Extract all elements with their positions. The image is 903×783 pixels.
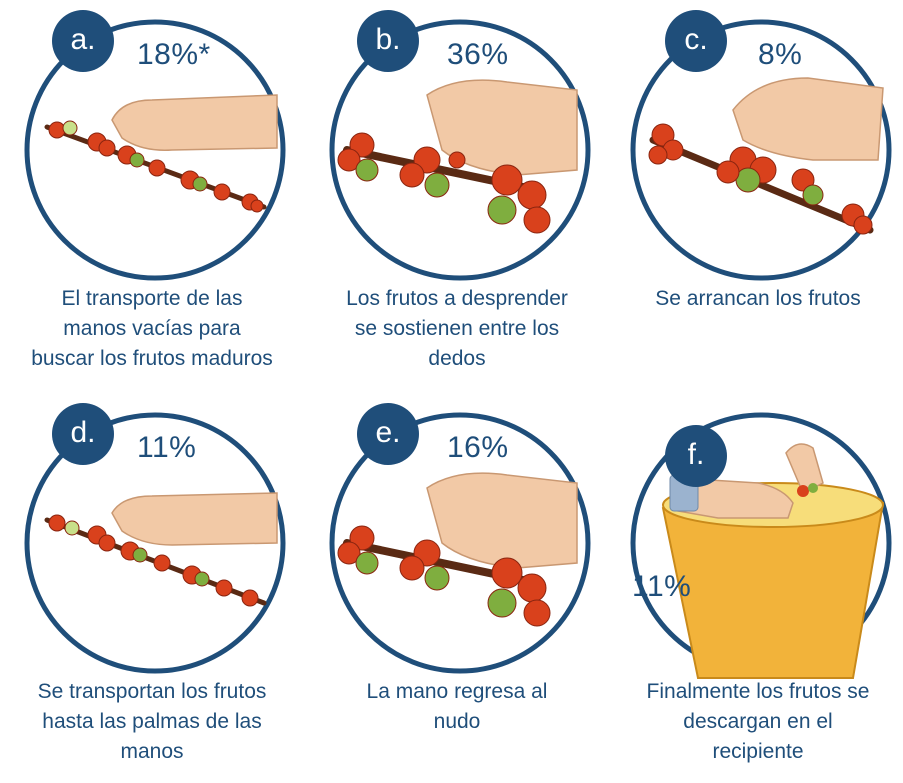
step-caption: Se arrancan los frutos <box>608 284 903 314</box>
step-caption: Se transportan los frutos hasta las palm… <box>2 677 302 767</box>
caption-line: manos vacías para <box>63 317 241 340</box>
hand-over-branch-icon <box>24 412 286 674</box>
hand-reaching-branch-icon <box>24 19 286 281</box>
caption-line: Se arrancan los frutos <box>655 287 861 310</box>
step-letter-badge: e. <box>357 403 419 465</box>
step-b: b. 36% Los frutos a desprender se sostie… <box>307 0 607 390</box>
step-percentage: 36% <box>447 38 509 71</box>
caption-line: La mano regresa al <box>366 680 548 703</box>
fingers-holding-berries-icon <box>329 19 591 281</box>
step-caption: El transporte de las manos vacías para b… <box>2 284 302 374</box>
hand-plucking-berries-icon <box>630 19 892 281</box>
caption-line: descargan en el <box>683 710 833 733</box>
caption-line: manos <box>120 740 184 763</box>
step-caption: Finalmente los frutos se descargan en el… <box>608 677 903 767</box>
step-e: e. 16% La mano regresa al nudo <box>307 393 607 783</box>
hand-returning-node-icon <box>329 412 591 674</box>
caption-line: El transporte de las <box>61 287 243 310</box>
step-percentage: 8% <box>758 38 803 71</box>
caption-line: dedos <box>428 347 486 370</box>
step-percentage: 11% <box>632 570 692 603</box>
caption-line: Finalmente los frutos se <box>646 680 870 703</box>
step-letter-badge: f. <box>665 425 727 487</box>
caption-line: Se transportan los frutos <box>37 680 267 703</box>
step-letter-badge: a. <box>52 10 114 72</box>
step-d: d. 11% Se transportan los frutos hasta l… <box>2 393 302 783</box>
step-percentage: 18%* <box>137 38 211 71</box>
step-percentage: 16% <box>447 431 509 464</box>
step-caption: Los frutos a desprender se sostienen ent… <box>307 284 607 374</box>
caption-line: nudo <box>433 710 481 733</box>
step-f: f. 11% Finalmente los frutos se descarga… <box>608 393 903 783</box>
step-a: a. 18%* El transporte de las manos vacía… <box>2 0 302 390</box>
step-c: c. 8% Se arrancan los frutos <box>608 0 903 390</box>
step-letter-badge: d. <box>52 403 114 465</box>
caption-line: buscar los frutos maduros <box>31 347 273 370</box>
caption-line: hasta las palmas de las <box>42 710 262 733</box>
hands-bucket-icon <box>630 412 892 679</box>
step-percentage: 11% <box>137 431 197 464</box>
caption-line: recipiente <box>712 740 804 763</box>
caption-line: Los frutos a desprender <box>346 287 568 310</box>
step-caption: La mano regresa al nudo <box>307 677 607 737</box>
caption-line: se sostienen entre los <box>354 317 560 340</box>
step-letter-badge: b. <box>357 10 419 72</box>
step-letter-badge: c. <box>665 10 727 72</box>
